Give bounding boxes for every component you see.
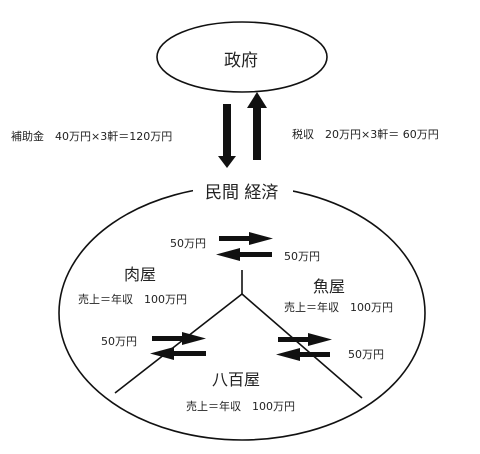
flow-label-top-left: 50万円 xyxy=(170,237,206,250)
flow-label-left: 50万円 xyxy=(101,335,137,348)
fish-shop-sales: 売上＝年収 100万円 xyxy=(284,301,393,314)
government-ellipse xyxy=(156,21,328,93)
flow-label-top-right: 50万円 xyxy=(284,250,320,263)
exchange-arrows-top xyxy=(216,232,273,261)
government-label: 政府 xyxy=(224,51,258,71)
shop-divider-lines xyxy=(114,270,363,399)
subsidy-label: 補助金 40万円×3軒＝120万円 xyxy=(11,130,173,143)
meat-shop-sales: 売上＝年収 100万円 xyxy=(78,293,187,306)
flow-label-right: 50万円 xyxy=(348,348,384,361)
exchange-arrows-right xyxy=(276,333,332,361)
economy-title: 民間 経済 xyxy=(205,183,279,203)
greengrocer-sales: 売上＝年収 100万円 xyxy=(186,400,295,413)
meat-shop-name: 肉屋 xyxy=(124,265,157,284)
economy-title-mask xyxy=(193,176,293,200)
tax-up-arrow xyxy=(247,92,267,160)
exchange-arrows-left xyxy=(150,332,206,360)
tax-label: 税収 20万円×3軒＝ 60万円 xyxy=(292,128,439,141)
greengrocer-name: 八百屋 xyxy=(212,370,261,389)
fish-shop-name: 魚屋 xyxy=(313,277,346,296)
subsidy-down-arrow xyxy=(218,104,236,168)
